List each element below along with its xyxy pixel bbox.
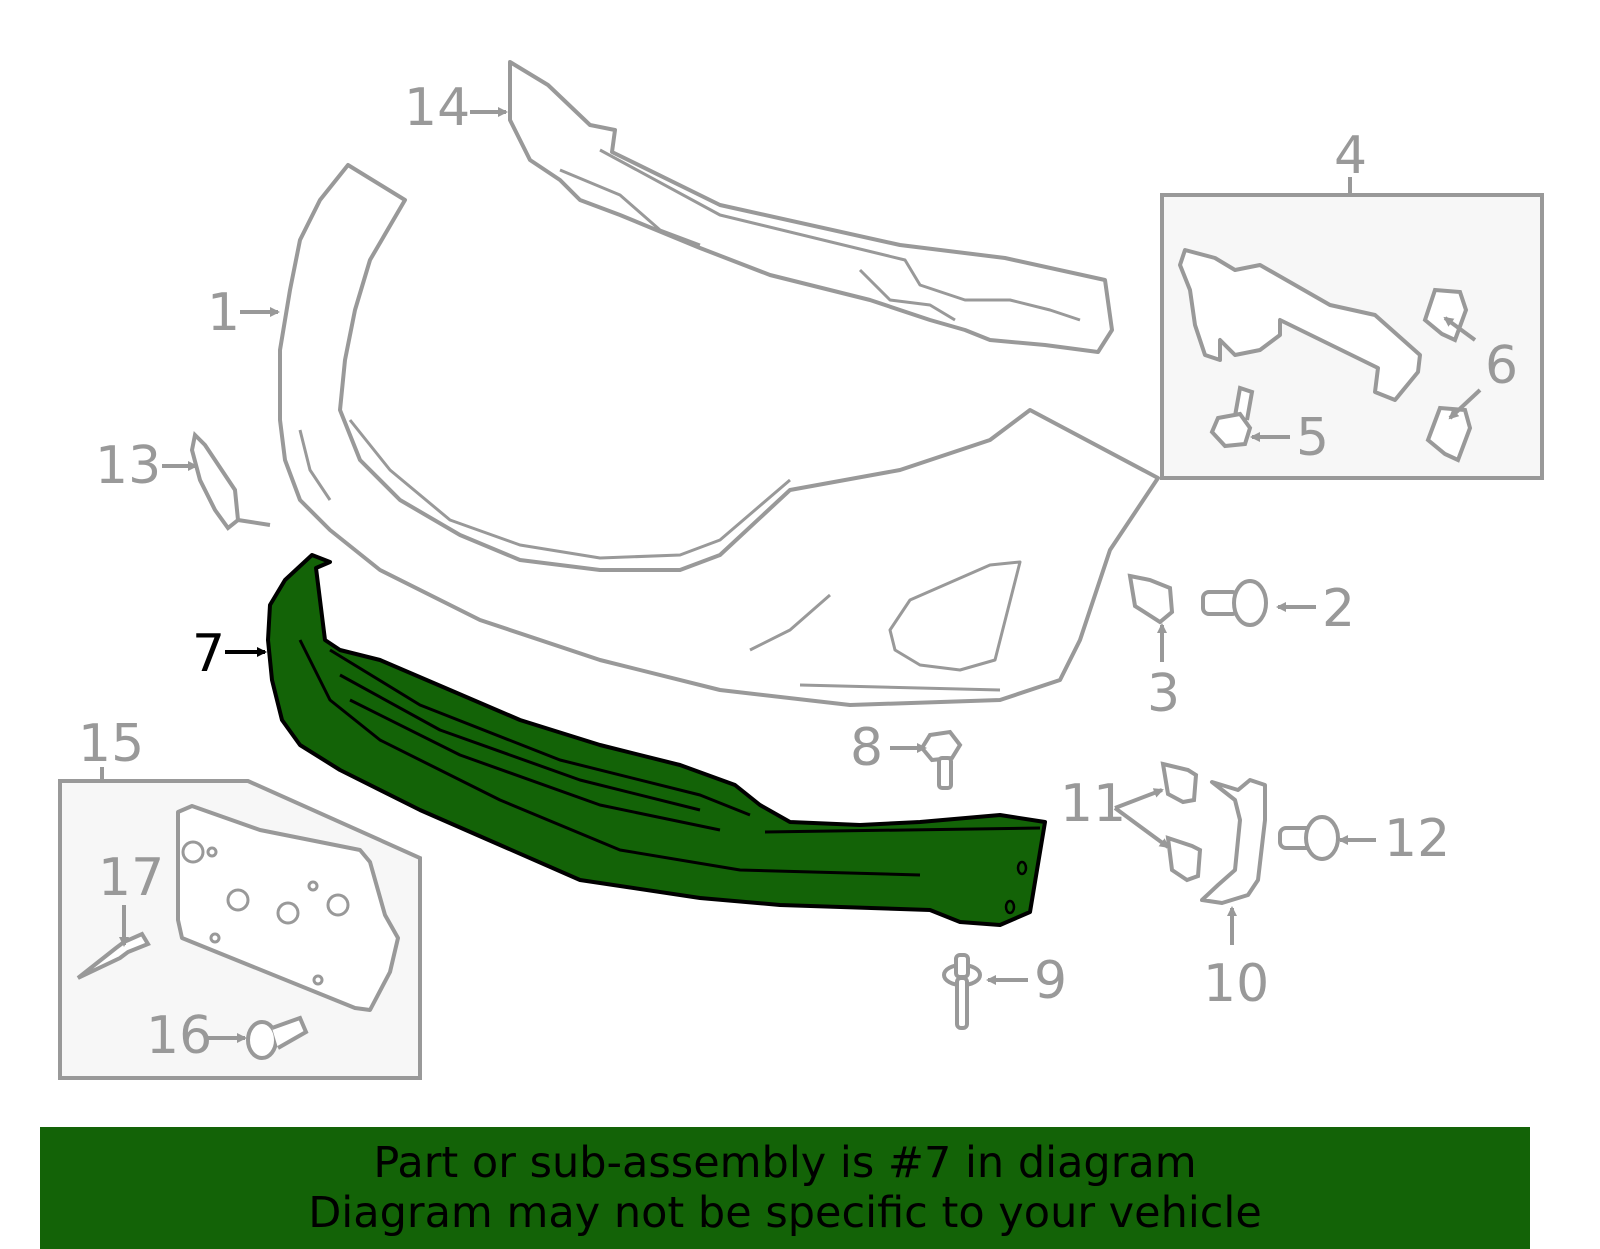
part-14-energy-absorber[interactable] bbox=[508, 60, 1114, 354]
part-5-bolt[interactable] bbox=[1209, 385, 1255, 449]
part-8-bolt[interactable] bbox=[919, 729, 963, 790]
part-2-push-pin[interactable] bbox=[1201, 579, 1268, 627]
part-11-clips[interactable] bbox=[1160, 761, 1203, 883]
callout-4[interactable]: 4 bbox=[1334, 126, 1368, 186]
callout-2[interactable]: 2 bbox=[1322, 579, 1356, 639]
part-17-rivet[interactable] bbox=[76, 931, 151, 980]
info-banner: Part or sub-assembly is #7 in diagram Di… bbox=[40, 1127, 1530, 1249]
callout-6[interactable]: 6 bbox=[1485, 336, 1519, 396]
callout-15[interactable]: 15 bbox=[78, 714, 145, 774]
callout-14[interactable]: 14 bbox=[404, 78, 471, 138]
callout-8[interactable]: 8 bbox=[850, 718, 884, 778]
callout-13[interactable]: 13 bbox=[95, 436, 162, 496]
part-16-screw[interactable] bbox=[246, 1015, 309, 1060]
callout-5[interactable]: 5 bbox=[1296, 408, 1330, 468]
callout-17[interactable]: 17 bbox=[98, 848, 165, 908]
part-3-retainer[interactable] bbox=[1127, 573, 1175, 625]
part-12-push-pin[interactable] bbox=[1278, 815, 1340, 861]
part-7-lower-fascia[interactable] bbox=[266, 553, 1047, 927]
callout-3[interactable]: 3 bbox=[1147, 664, 1181, 724]
part-13-tow-hook-cover[interactable] bbox=[189, 430, 271, 531]
part-1-bumper-cover[interactable] bbox=[278, 163, 1160, 707]
callout-11[interactable]: 11 bbox=[1060, 774, 1127, 834]
callout-1[interactable]: 1 bbox=[207, 283, 241, 343]
callout-16[interactable]: 16 bbox=[146, 1006, 213, 1066]
callout-10[interactable]: 10 bbox=[1203, 954, 1270, 1014]
leader-arrows bbox=[119, 107, 1482, 1043]
callout-9[interactable]: 9 bbox=[1034, 951, 1068, 1011]
banner-part-note: Part or sub-assembly is #7 in diagram bbox=[373, 1138, 1197, 1188]
part-15-plate-bracket-box[interactable] bbox=[58, 767, 422, 1080]
callout-7-highlighted[interactable]: 7 bbox=[192, 624, 226, 684]
banner-disclaimer: Diagram may not be specific to your vehi… bbox=[308, 1188, 1262, 1238]
callout-12[interactable]: 12 bbox=[1384, 809, 1451, 869]
part-9-rivet[interactable] bbox=[942, 953, 982, 1030]
part-10-bracket[interactable] bbox=[1200, 778, 1267, 905]
